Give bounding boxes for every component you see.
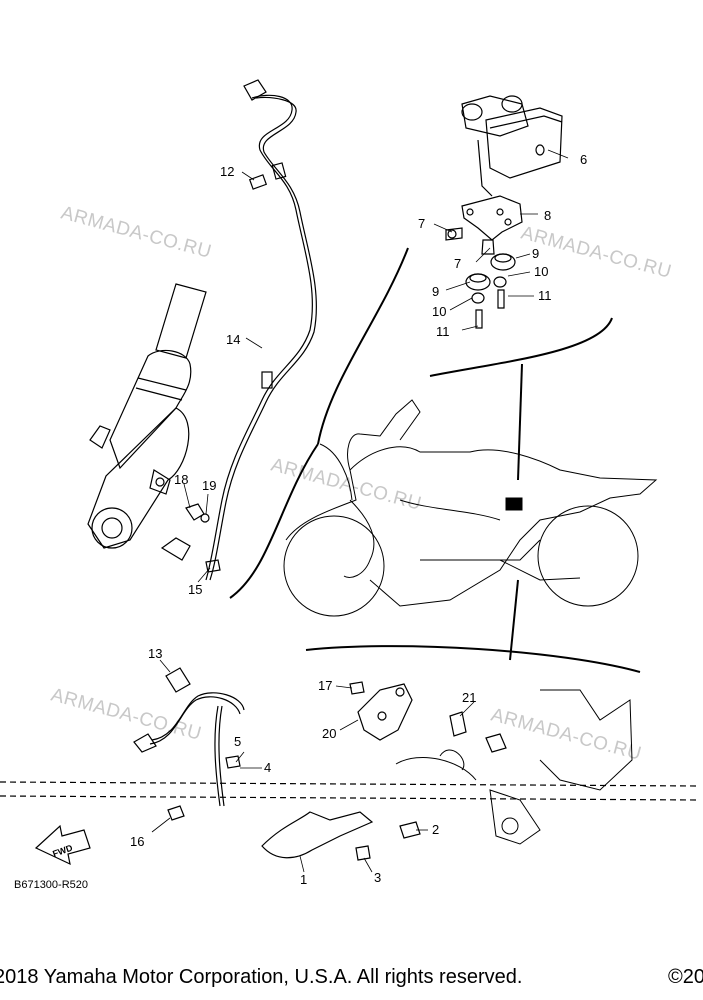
leader-lines: [151, 149, 569, 873]
motorcycle-outline: [283, 399, 658, 617]
watermark-3: ARMADA-CO.RU: [269, 455, 424, 515]
callout-20: 20: [322, 726, 336, 741]
callout-2: 2: [432, 822, 439, 837]
callout-5: 5: [234, 734, 241, 749]
wheel-speed-sensor: [160, 503, 221, 573]
front-fork: [87, 283, 207, 549]
frame-detail: [395, 689, 633, 845]
callout-18: 18: [174, 472, 188, 487]
detail-frame-fork: [229, 443, 319, 599]
copyright-right: ©20: [668, 966, 703, 988]
callout-11b: 11: [436, 324, 450, 339]
callout-6: 6: [580, 152, 587, 167]
detail-frame-harness: [305, 579, 641, 673]
watermarks: ARMADA-CO.RU ARMADA-CO.RU ARMADA-CO.RU A…: [49, 203, 674, 765]
callout-15: 15: [188, 582, 202, 597]
wire-guide: [167, 805, 421, 861]
detail-frame-abs: [317, 247, 613, 481]
callout-3: 3: [374, 870, 381, 885]
callout-7a: 7: [418, 216, 425, 231]
callout-21: 21: [462, 690, 476, 705]
callout-10b: 10: [432, 304, 446, 319]
copyright-left: 2018 Yamaha Motor Corporation, U.S.A. Al…: [0, 966, 523, 988]
callout-19: 19: [202, 478, 216, 493]
callout-17: 17: [318, 678, 332, 693]
ground-line: [0, 781, 701, 801]
fwd-label: FWD: [51, 842, 74, 859]
callout-11a: 11: [538, 288, 552, 303]
callout-9b: 9: [432, 284, 439, 299]
watermark-5: ARMADA-CO.RU: [489, 705, 644, 765]
callout-14: 14: [226, 332, 240, 347]
diagram-code: B671300-R520: [14, 879, 88, 891]
rear-sensor-lead: [133, 667, 245, 807]
callout-1: 1: [300, 872, 307, 887]
fwd-arrow: FWD: [34, 824, 91, 866]
callout-10a: 10: [534, 264, 548, 279]
front-wheel-sensor-lead: [205, 79, 317, 581]
callout-13: 13: [148, 646, 162, 661]
callout-16: 16: [130, 834, 144, 849]
watermark-4: ARMADA-CO.RU: [49, 685, 204, 745]
sensor-bracket: [349, 681, 507, 753]
callout-9a: 9: [532, 246, 539, 261]
callout-4: 4: [264, 760, 271, 775]
abs-hydraulic-unit: [461, 95, 563, 197]
callout-7b: 7: [454, 256, 461, 271]
watermark-1: ARMADA-CO.RU: [59, 203, 214, 263]
callout-12: 12: [220, 164, 234, 179]
copyright-footer: 2018 Yamaha Motor Corporation, U.S.A. Al…: [0, 966, 703, 1000]
callout-labels: 6 8 7 7 9 10 9 11 10 11 12 14 18 19 15 1…: [130, 152, 587, 887]
callout-8: 8: [544, 208, 551, 223]
abs-bracket: [445, 195, 523, 329]
